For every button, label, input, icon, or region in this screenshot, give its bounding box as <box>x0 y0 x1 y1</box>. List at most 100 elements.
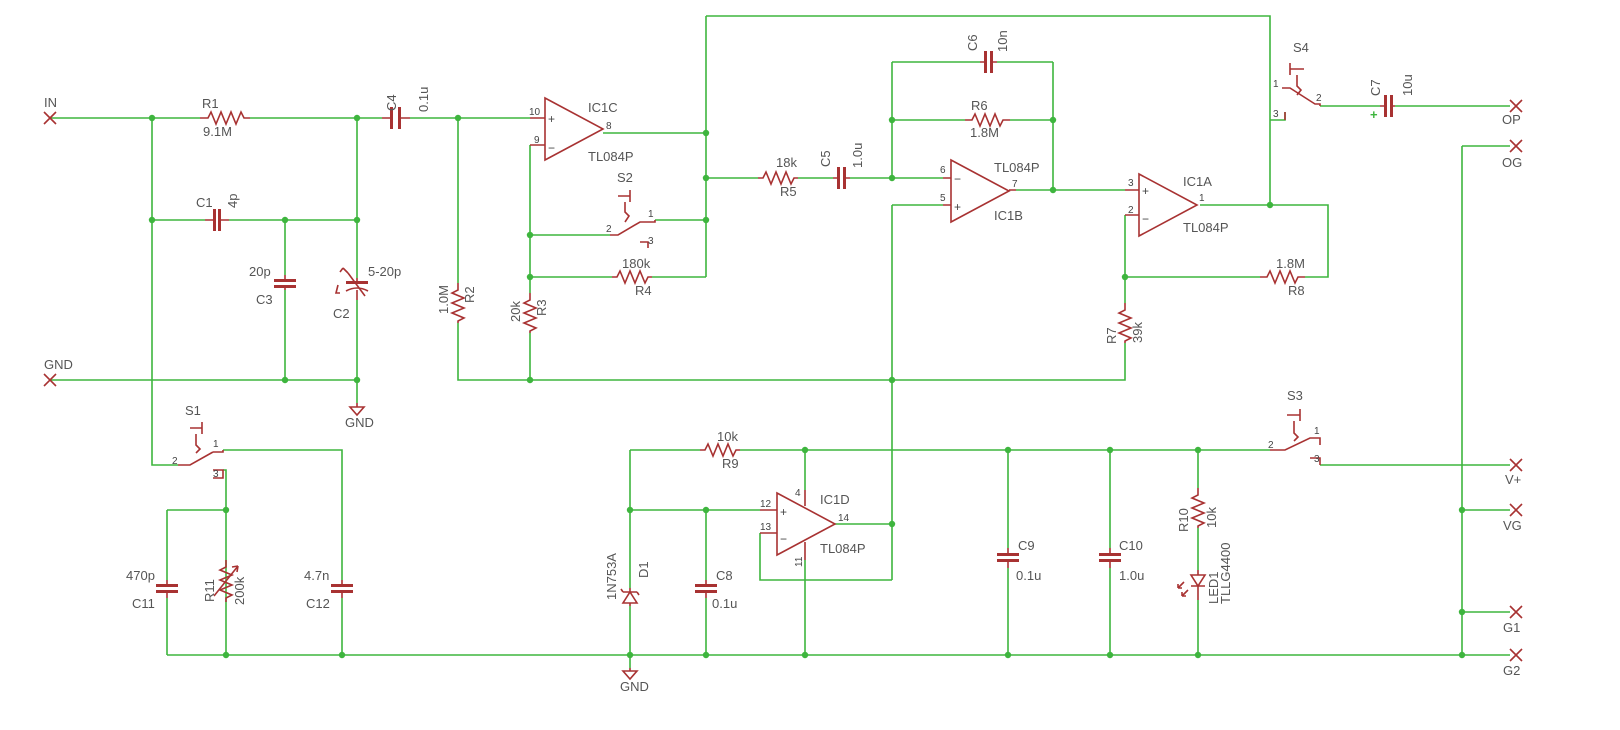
capacitor-c4: C4 0.1u <box>382 87 431 129</box>
capacitor-c3: 20p C3 <box>249 264 296 307</box>
opamp-ic1c: + − 10 9 8 IC1C TL084P <box>529 96 634 164</box>
port-in-label: IN <box>44 95 57 110</box>
opamp-ic1a: + − 3 2 1 IC1A TL084P <box>1125 172 1229 238</box>
svg-text:IC1C: IC1C <box>588 100 618 115</box>
svg-text:D1: D1 <box>636 561 651 578</box>
svg-text:1: 1 <box>1273 79 1279 90</box>
junctions <box>148 114 1466 659</box>
svg-text:4: 4 <box>795 488 801 499</box>
svg-text:4p: 4p <box>225 194 240 208</box>
port-in: IN <box>43 95 57 125</box>
svg-text:6: 6 <box>940 165 946 176</box>
svg-text:R6: R6 <box>971 98 988 113</box>
capacitor-c1: C1 4p <box>196 194 240 231</box>
svg-text:IC1B: IC1B <box>994 208 1023 223</box>
svg-text:10k: 10k <box>1204 507 1219 528</box>
svg-text:2: 2 <box>606 224 612 235</box>
svg-text:C11: C11 <box>132 596 155 611</box>
svg-text:S2: S2 <box>617 170 633 185</box>
svg-text:39k: 39k <box>1130 322 1145 343</box>
resistor-r3: 20k R3 <box>508 293 549 333</box>
svg-text:R11: R11 <box>202 579 217 602</box>
svg-text:1: 1 <box>648 209 654 220</box>
port-gnd: GND <box>43 357 73 387</box>
svg-text:10n: 10n <box>995 30 1010 52</box>
svg-text:R8: R8 <box>1288 283 1305 298</box>
svg-text:S4: S4 <box>1293 40 1309 55</box>
svg-text:R2: R2 <box>462 286 477 303</box>
svg-text:20p: 20p <box>249 264 271 279</box>
svg-text:2: 2 <box>1128 205 1134 216</box>
port-vg: VG <box>1503 503 1523 533</box>
switch-s4[interactable]: 1 2 3 S4 <box>1273 40 1322 120</box>
svg-text:R5: R5 <box>780 184 797 199</box>
svg-text:470p: 470p <box>126 568 155 583</box>
svg-text:1.8M: 1.8M <box>1276 256 1305 271</box>
resistor-r10: R10 10k <box>1176 488 1219 532</box>
svg-text:GND: GND <box>620 679 649 694</box>
resistor-r1: R1 9.1M <box>200 96 250 139</box>
ground-symbol: GND <box>620 668 649 694</box>
svg-text:R4: R4 <box>635 283 652 298</box>
switch-s1[interactable]: 2 1 3 S1 <box>172 403 224 480</box>
svg-text:C6: C6 <box>965 34 980 51</box>
svg-text:3: 3 <box>1314 454 1320 465</box>
svg-text:8: 8 <box>606 121 612 132</box>
svg-text:1N753A: 1N753A <box>604 553 619 600</box>
svg-text:5: 5 <box>940 193 946 204</box>
svg-text:1: 1 <box>1199 193 1205 204</box>
svg-text:2: 2 <box>1316 93 1322 104</box>
svg-text:2: 2 <box>1268 440 1274 451</box>
svg-text:1.0u: 1.0u <box>850 143 865 168</box>
port-op-label: OP <box>1502 112 1521 127</box>
svg-text:7: 7 <box>1012 179 1018 190</box>
svg-text:C1: C1 <box>196 195 213 210</box>
resistor-r9: 10k R9 <box>700 429 740 471</box>
svg-text:−: − <box>548 141 555 155</box>
svg-text:0.1u: 0.1u <box>1016 568 1041 583</box>
port-og: OG <box>1502 139 1523 170</box>
resistor-r7: R7 39k <box>1104 303 1145 344</box>
port-g2-label: G2 <box>1503 663 1520 678</box>
svg-text:C8: C8 <box>716 568 733 583</box>
resistor-r4: 180k R4 <box>612 256 652 298</box>
svg-text:0.1u: 0.1u <box>416 87 431 112</box>
capacitor-c2: 5-20p C2 <box>333 264 401 321</box>
svg-text:+: + <box>548 112 555 126</box>
svg-text:R9: R9 <box>722 456 739 471</box>
opamp-ic1d: + − 12 13 14 4 11 IC1D TL084P <box>760 488 866 567</box>
svg-text:0.1u: 0.1u <box>712 596 737 611</box>
svg-text:3: 3 <box>648 236 654 247</box>
switch-s2[interactable]: 2 1 3 S2 <box>606 170 656 248</box>
svg-text:R3: R3 <box>534 299 549 316</box>
svg-text:C3: C3 <box>256 292 273 307</box>
svg-text:−: − <box>954 172 961 186</box>
svg-text:TL084P: TL084P <box>820 541 866 556</box>
capacitor-c10: C10 1.0u <box>1099 538 1144 583</box>
svg-text:3: 3 <box>213 469 219 480</box>
svg-text:LED1: LED1 <box>1206 571 1221 604</box>
svg-text:5-20p: 5-20p <box>368 264 401 279</box>
ground-symbol: GND <box>345 403 374 430</box>
capacitor-c7: C7 10u + <box>1368 74 1415 122</box>
port-g2: G2 <box>1503 648 1523 678</box>
svg-text:3: 3 <box>1273 109 1279 120</box>
svg-text:−: − <box>780 532 787 546</box>
svg-text:11: 11 <box>794 556 805 567</box>
svg-text:3: 3 <box>1128 178 1134 189</box>
svg-text:1.0u: 1.0u <box>1119 568 1144 583</box>
capacitor-c8: C8 0.1u <box>695 568 737 611</box>
resistor-r6: R6 1.8M <box>965 98 1010 140</box>
polarity-plus-icon: + <box>1370 107 1378 122</box>
switch-s3[interactable]: 2 1 3 S3 <box>1268 388 1321 465</box>
zener-diode-d1: 1N753A D1 <box>604 553 651 606</box>
opamp-ic1b: − + 6 5 7 TL084P IC1B <box>940 158 1040 224</box>
svg-text:+: + <box>954 200 961 214</box>
svg-text:1.8M: 1.8M <box>970 125 999 140</box>
svg-text:2: 2 <box>172 456 178 467</box>
capacitor-c11: 470p C11 <box>126 568 178 611</box>
svg-text:TLLG4400: TLLG4400 <box>1218 543 1233 604</box>
svg-text:C2: C2 <box>333 306 350 321</box>
resistor-r2: 1.0M R2 <box>436 283 477 323</box>
